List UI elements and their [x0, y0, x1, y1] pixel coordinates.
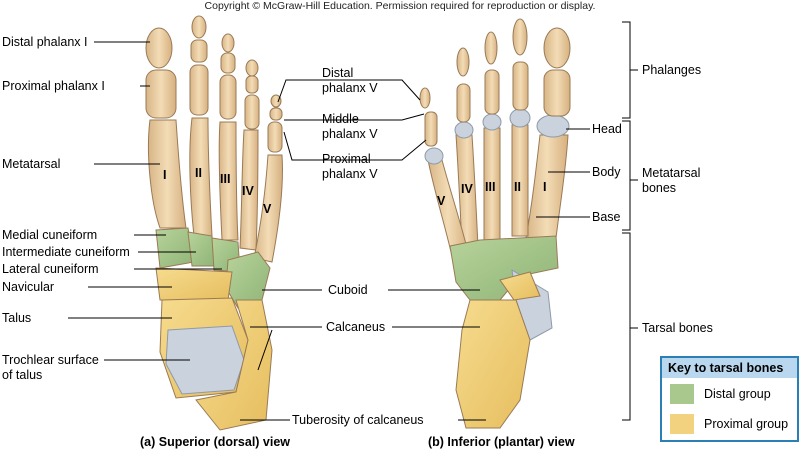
label-head: Head — [592, 122, 622, 136]
label-distal-phalanx-v-line2: phalanx V — [322, 81, 378, 95]
numeral-dorsal-1: I — [163, 168, 167, 182]
dorsal-intermediate-cuneiform — [187, 231, 215, 267]
plantar-distal-phalanx-5 — [419, 87, 431, 109]
label-proximal-phalanx-v-line2: phalanx V — [322, 167, 378, 181]
label-cuboid: Cuboid — [328, 283, 368, 297]
numeral-plantar-4: IV — [461, 182, 473, 196]
label-tarsal-bones: Tarsal bones — [642, 321, 713, 335]
numeral-dorsal-5: V — [263, 202, 272, 216]
plantar-navicular — [499, 271, 541, 301]
dorsal-middle-phalanx-2 — [190, 39, 208, 63]
label-phalanges: Phalanges — [642, 63, 702, 77]
dorsal-metatarsal-3 — [218, 121, 239, 241]
numeral-dorsal-3: III — [220, 172, 231, 186]
numeral-dorsal-2: II — [195, 166, 202, 180]
plantar-proximal-phalanx-4 — [456, 83, 471, 123]
numeral-dorsal-4: IV — [242, 184, 254, 198]
label-medial-cuneiform: Medial cuneiform — [2, 228, 98, 242]
label-lateral-cuneiform: Lateral cuneiform — [2, 262, 99, 276]
key-title: Key to tarsal bones — [662, 358, 797, 378]
label-metatarsal: Metatarsal — [2, 157, 61, 171]
dorsal-proximal-phalanx-2 — [189, 64, 209, 116]
label-middle-phalanx-v-line2: phalanx V — [322, 127, 378, 141]
label-base: Base — [592, 210, 621, 224]
leader-lines — [68, 41, 590, 421]
plantar-distal-phalanx-2 — [512, 18, 528, 56]
plantar-distal-phalanx-4 — [456, 47, 470, 77]
label-trochlear-surface-line2: of talus — [2, 368, 43, 382]
plantar-proximal-phalanx-2 — [512, 61, 529, 111]
key-swatch-proximal — [670, 414, 694, 434]
key-swatch-distal — [670, 384, 694, 404]
label-proximal-phalanx-v-line1: Proximal — [322, 152, 371, 166]
dorsal-proximal-phalanx-5 — [267, 121, 283, 153]
plantar-head-5 — [424, 147, 444, 165]
dorsal-foot — [145, 15, 284, 431]
dorsal-distal-phalanx-2 — [191, 15, 207, 39]
key-row-proximal: Proximal group — [670, 414, 788, 434]
key-label-distal: Distal group — [704, 387, 771, 401]
key-label-proximal: Proximal group — [704, 417, 789, 431]
numeral-plantar-5: V — [437, 194, 446, 208]
dorsal-distal-phalanx-5 — [270, 94, 282, 108]
plantar-proximal-phalanx-5 — [424, 111, 438, 147]
label-trochlear-surface-line1: Trochlear surface — [2, 353, 99, 367]
numeral-plantar-3: III — [485, 180, 496, 194]
dorsal-distal-phalanx-4 — [245, 59, 259, 77]
plantar-head-2 — [509, 108, 531, 128]
plantar-head-4 — [454, 121, 474, 139]
dorsal-middle-phalanx-4 — [245, 75, 259, 94]
copyright-notice: Copyright © McGraw-Hill Education. Permi… — [204, 0, 596, 12]
label-metatarsal-bones-line1: Metatarsal — [642, 166, 701, 180]
dorsal-metatarsal-1 — [147, 119, 187, 229]
plantar-metatarsal-1 — [525, 134, 569, 239]
label-body: Body — [592, 165, 621, 179]
dorsal-calcaneus — [195, 299, 273, 431]
key-row-distal: Distal group — [670, 384, 771, 404]
label-tuberosity-of-calcaneus: Tuberosity of calcaneus — [292, 413, 424, 427]
plantar-distal-phalanx-1 — [543, 27, 571, 69]
dorsal-proximal-phalanx-3 — [219, 74, 237, 120]
plantar-proximal-phalanx-3 — [484, 69, 500, 115]
plantar-foot — [419, 18, 571, 429]
dorsal-distal-phalanx-1 — [145, 27, 173, 69]
brackets — [622, 21, 638, 421]
dorsal-distal-phalanx-3 — [221, 33, 235, 53]
dorsal-trochlear-surface — [165, 325, 245, 395]
label-middle-phalanx-v-line1: Middle — [322, 112, 359, 126]
dorsal-proximal-phalanx-4 — [244, 94, 260, 130]
plantar-calcaneus — [455, 299, 531, 429]
label-distal-phalanx-i: Distal phalanx I — [2, 35, 88, 49]
label-navicular: Navicular — [2, 280, 55, 294]
label-talus: Talus — [2, 311, 32, 325]
plantar-head-3 — [482, 113, 502, 131]
label-distal-phalanx-v-line1: Distal — [322, 66, 354, 80]
plantar-distal-phalanx-3 — [484, 31, 498, 65]
label-proximal-phalanx-i: Proximal phalanx I — [2, 79, 105, 93]
plantar-cuneiforms-cuboid — [449, 235, 559, 301]
plantar-head-1 — [536, 114, 570, 138]
dorsal-middle-phalanx-5 — [269, 107, 283, 121]
plantar-metatarsal-2 — [511, 124, 529, 237]
dorsal-proximal-phalanx-1 — [145, 69, 177, 119]
numeral-plantar-1: I — [543, 180, 547, 194]
plantar-proximal-phalanx-1 — [543, 69, 571, 117]
numeral-plantar-2: II — [514, 180, 521, 194]
caption-plantar-view: (b) Inferior (plantar) view — [428, 435, 575, 449]
caption-dorsal-view: (a) Superior (dorsal) view — [140, 435, 291, 449]
label-intermediate-cuneiform: Intermediate cuneiform — [2, 245, 130, 259]
dorsal-metatarsal-5 — [253, 154, 284, 263]
dorsal-middle-phalanx-3 — [220, 52, 236, 74]
label-calcaneus: Calcaneus — [326, 320, 386, 334]
label-metatarsal-bones-line2: bones — [642, 181, 677, 195]
dorsal-navicular — [155, 267, 233, 301]
key-tarsal-bones: Key to tarsal bones Distal group Proxima… — [660, 356, 799, 442]
